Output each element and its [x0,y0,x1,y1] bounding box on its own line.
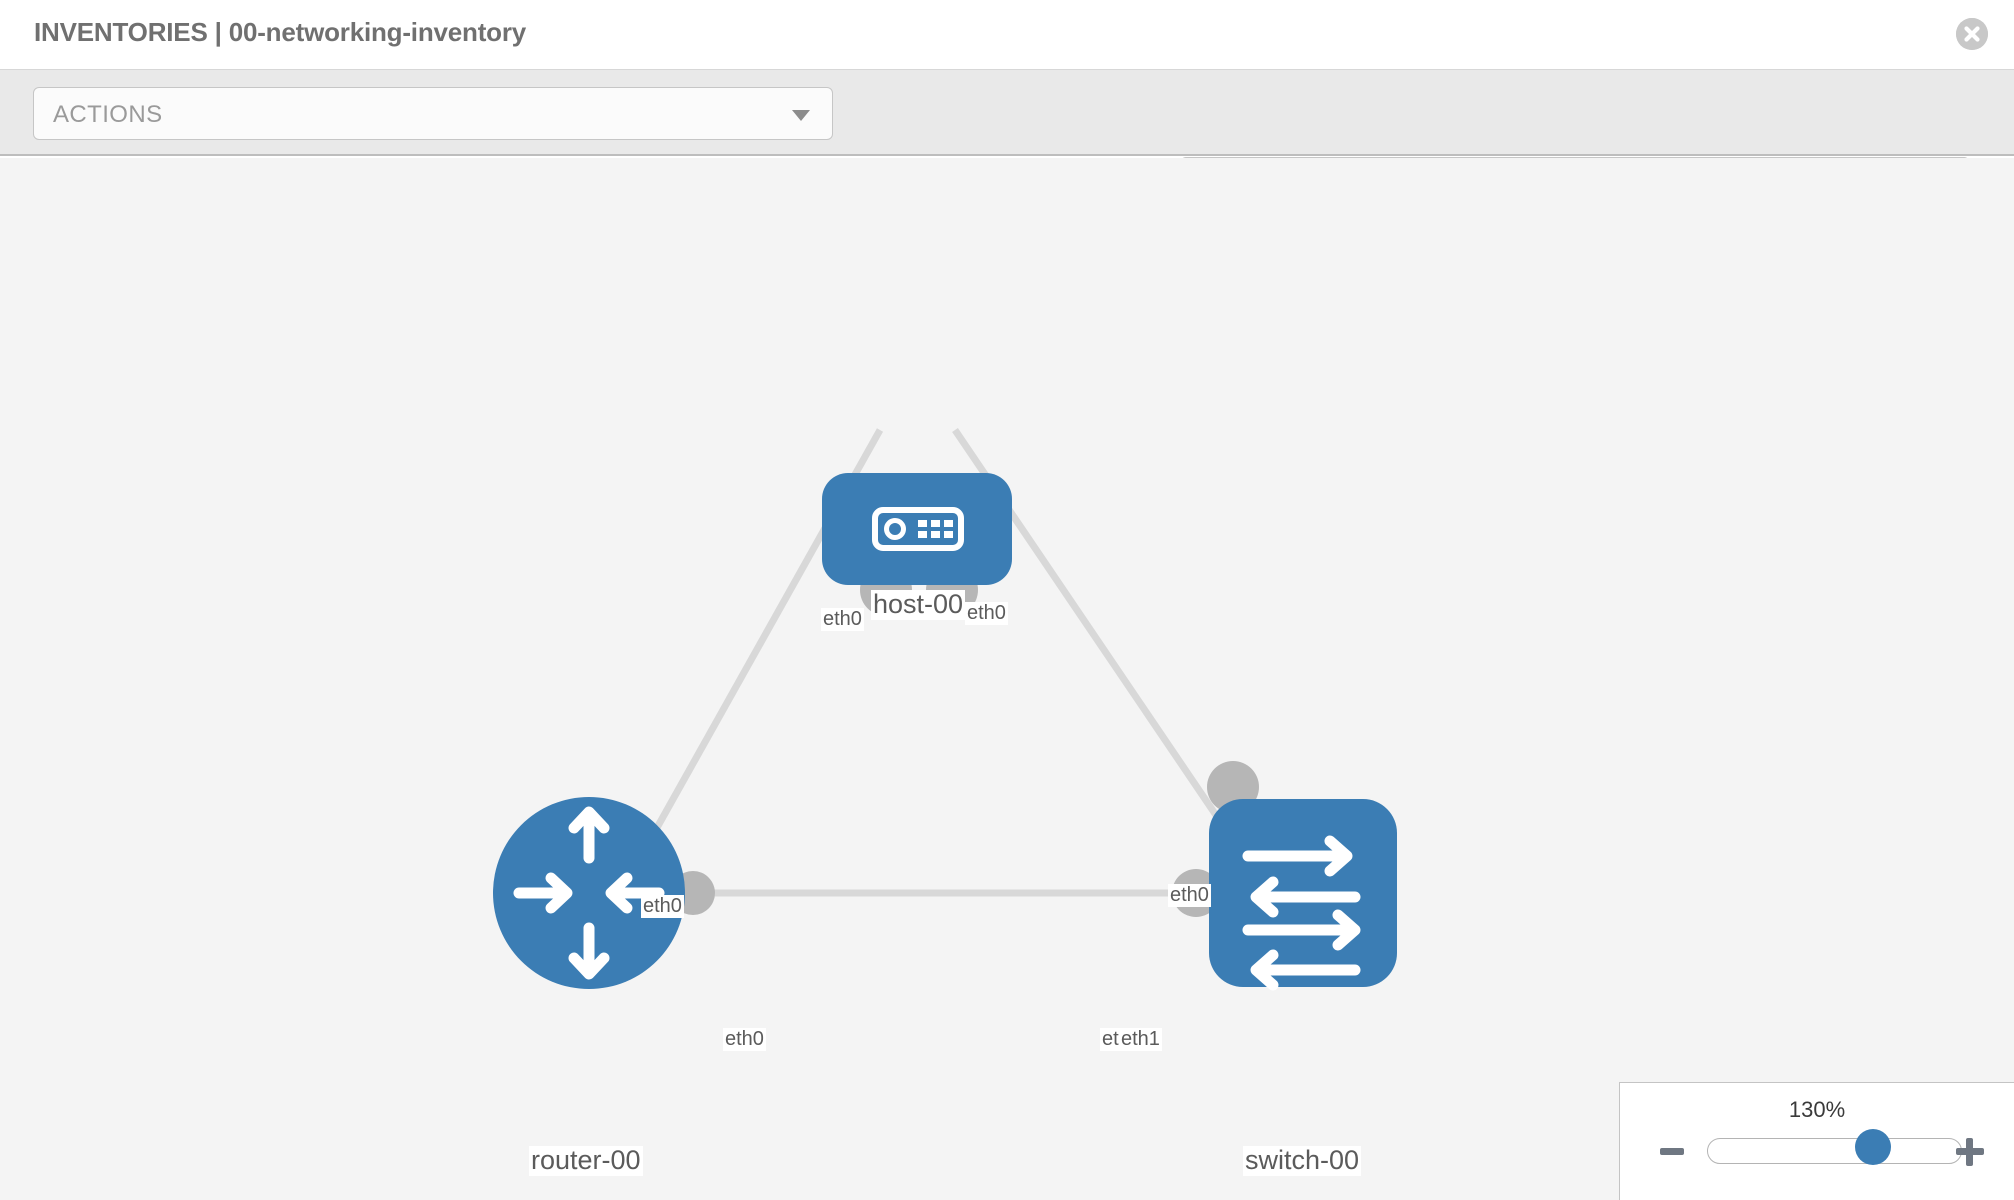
plus-icon[interactable] [1956,1138,1984,1166]
zoom-control-panel: 130% [1619,1082,2014,1200]
node-switch-00 [1209,799,1397,991]
node-label-host-00: host-00 [871,589,966,620]
chevron-down-icon [792,110,810,121]
link-label-router00-eth0-up: eth0 [641,895,684,918]
page-title: INVENTORIES | 00-networking-inventory [34,17,527,47]
link-label-switch00-eth0-up: eth0 [1168,884,1211,907]
node-label-router-00: router-00 [529,1145,643,1176]
link-label-router00-eth0-east: eth0 [723,1028,766,1051]
topology-canvas[interactable]: host-00 router-00 switch-00 eth0 eth0 et… [0,158,2014,1200]
switch-arrows-icon [1242,835,1361,991]
minus-icon[interactable] [1660,1148,1684,1155]
node-router-00 [493,797,685,989]
zoom-level-value: 130% [1788,1097,1846,1122]
node-host-00 [822,473,1012,585]
server-appliance-icon [872,507,964,551]
page-header: INVENTORIES | 00-networking-inventory [0,0,2014,70]
link-label-switch00-eth1: eth1 [1119,1028,1162,1051]
link-label-host00-eth0-right: eth0 [965,602,1008,625]
actions-dropdown-label: ACTIONS [53,101,163,128]
node-label-switch-00: switch-00 [1243,1145,1362,1176]
toolbar: ACTIONS SEARCH [0,70,2014,210]
link-label-host00-eth0-left: eth0 [821,608,864,631]
router-arrows-icon [513,806,665,980]
zoom-slider-track[interactable] [1707,1138,1962,1164]
zoom-slider-thumb[interactable] [1855,1129,1891,1165]
close-icon[interactable] [1956,18,1988,50]
actions-dropdown[interactable]: ACTIONS [33,87,833,140]
